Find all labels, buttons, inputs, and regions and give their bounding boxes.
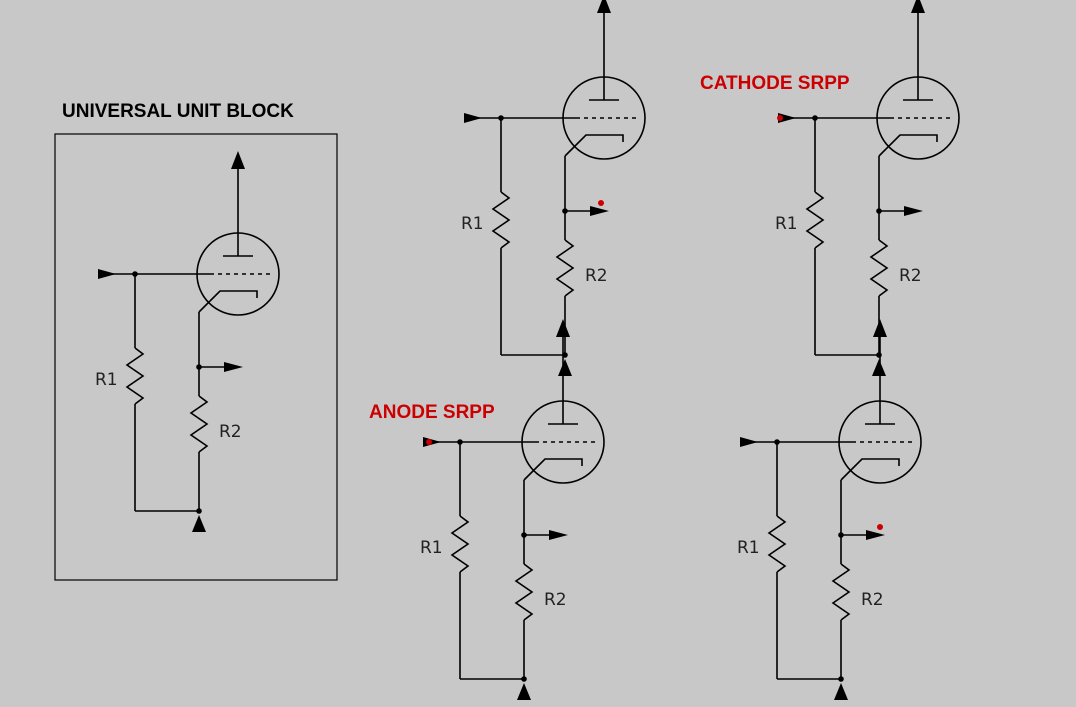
anode-srpp-title: ANODE SRPP <box>369 402 495 423</box>
anode-srpp-lower-unit <box>419 318 605 701</box>
cathode-srpp-output-dot <box>877 524 883 530</box>
universal-block-title: UNIVERSAL UNIT BLOCK <box>62 101 294 122</box>
universal-block-frame <box>54 133 338 581</box>
cathode-srpp-upper-unit <box>774 0 960 377</box>
anode-srpp-input-dot <box>426 439 432 445</box>
universal-unit <box>94 150 280 533</box>
anode-srpp-output-dot <box>598 200 604 206</box>
cathode-srpp-input-dot <box>777 115 783 121</box>
cathode-srpp-title: CATHODE SRPP <box>700 73 850 94</box>
cathode-srpp-lower-unit <box>736 318 922 701</box>
anode-srpp-upper-unit <box>460 0 646 377</box>
